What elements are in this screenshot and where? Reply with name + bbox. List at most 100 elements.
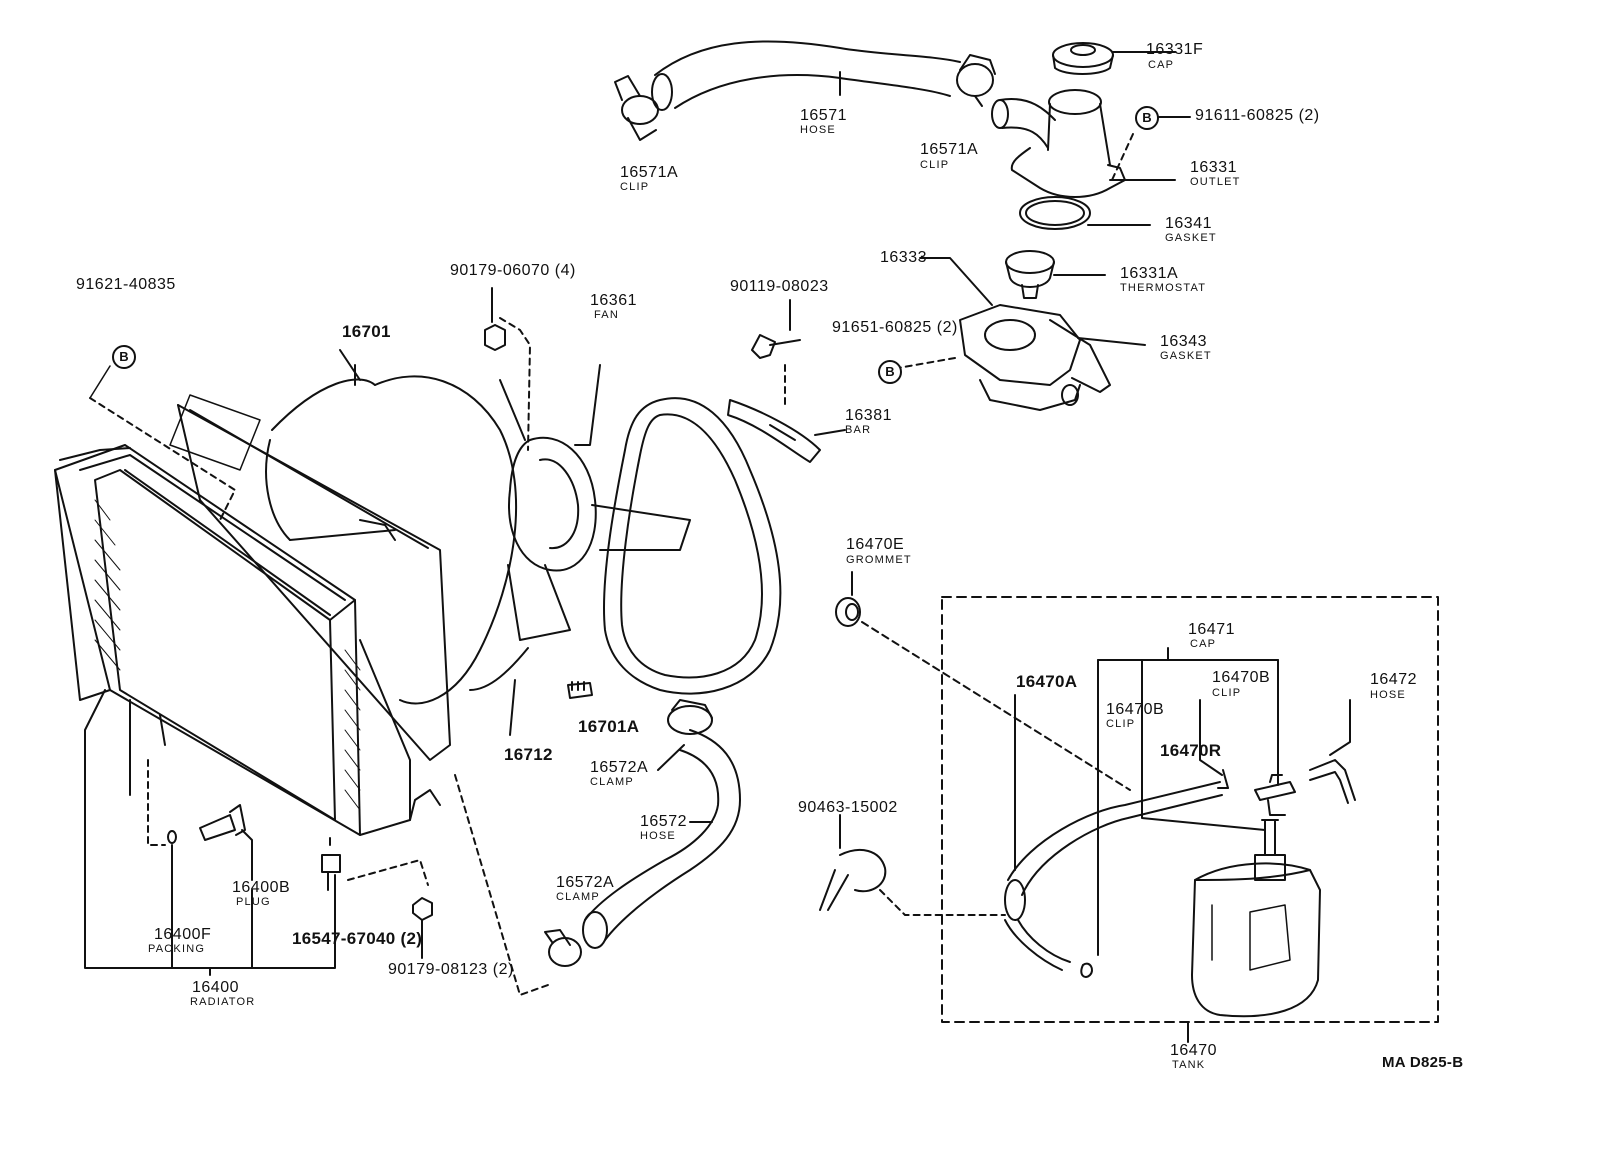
- cap-16471-name: CAP: [1190, 638, 1217, 650]
- clip-16470b-drawing: [1080, 962, 1093, 978]
- outlet-drawing: [991, 89, 1176, 198]
- clip-16701a-number: 16701A: [578, 717, 640, 736]
- plug-16400b-number: 16400B: [232, 879, 291, 896]
- v-belt-drawing: [603, 397, 782, 695]
- drain-cock-drawing: [321, 837, 429, 916]
- circle-b-91611: B: [1135, 106, 1159, 130]
- grommet-drawing: [835, 571, 1131, 791]
- thermostat-drawing: [1005, 250, 1106, 299]
- shroud-16712-number: 16712: [504, 745, 553, 764]
- grommet-16470e-name: GROMMET: [846, 554, 912, 566]
- packing-16400f-name: PACKING: [148, 943, 206, 955]
- outlet-16331-name: OUTLET: [1190, 176, 1241, 188]
- grommet-16470e-number: 16470E: [846, 536, 905, 553]
- fan-shroud-drawing: [177, 349, 518, 761]
- gasket-16341-number: 16341: [1165, 215, 1212, 232]
- nut-90179-06070-number: 90179-06070 (4): [450, 262, 576, 279]
- cap-16331f-number: 16331F: [1146, 41, 1204, 58]
- circle-b-91621: B: [112, 345, 136, 369]
- hose-16571-number: 16571: [800, 107, 847, 124]
- radiator-bracket: [84, 689, 336, 969]
- hose-16470a-number: 16470A: [1016, 672, 1078, 691]
- gasket-16343-name: GASKET: [1160, 350, 1212, 362]
- circle-b-91651: B: [878, 360, 902, 384]
- upper-hose-drawing: [651, 40, 961, 111]
- hose-16572-number: 16572: [640, 813, 687, 830]
- hose-16571-name: HOSE: [800, 124, 836, 136]
- bolt-91611-number: 91611-60825 (2): [1195, 107, 1320, 124]
- clamp-16572a-top-name: CLAMP: [590, 776, 634, 788]
- band-90463-number: 90463-15002: [798, 799, 898, 816]
- hose-16472-number: 16472: [1370, 671, 1417, 688]
- leader-b-left: [89, 397, 236, 521]
- band-drawing: [819, 814, 1006, 916]
- cock-16547-number: 16547-67040 (2): [292, 929, 423, 948]
- tank-hose-drawing: [1004, 769, 1229, 971]
- leader-packing: [147, 759, 166, 846]
- tank-16470-name: TANK: [1172, 1059, 1206, 1071]
- fan-16361-number: 16361: [590, 292, 637, 309]
- radiator-drawing: [54, 394, 441, 836]
- clip-16571a-right-name: CLIP: [920, 159, 950, 171]
- bolt-91621-number: 91621-40835: [76, 276, 176, 293]
- nut-90179-06070-drawing: [484, 287, 506, 351]
- cap-drawing: [1052, 42, 1176, 75]
- clamp-16572a-bottom-name: CLAMP: [556, 891, 600, 903]
- fan-drawing: [469, 364, 691, 691]
- gasket-16341-name: GASKET: [1165, 232, 1217, 244]
- leader-radiator-hose: [454, 774, 549, 996]
- leader-b-left-solid: [89, 365, 111, 399]
- hose-16470r-number: 16470R: [1160, 741, 1222, 760]
- clip-16470b-right-name: CLIP: [1212, 687, 1242, 699]
- gasket-16343-number: 16343: [1160, 333, 1207, 350]
- thermostat-16331a-name: THERMOSTAT: [1120, 282, 1207, 294]
- tank-drawing: [1191, 819, 1321, 1018]
- radiator-16400-number: 16400: [192, 979, 239, 996]
- thermostat-16331a-number: 16331A: [1120, 265, 1179, 282]
- bolt-90119-number: 90119-08023: [730, 278, 829, 295]
- nut-90179-08123-number: 90179-08123 (2): [388, 961, 514, 978]
- tank-kit-box: [941, 596, 1439, 1023]
- shroud-16701-number: 16701: [342, 322, 391, 341]
- hose-16472-name: HOSE: [1370, 689, 1406, 701]
- fan-16361-name: FAN: [594, 309, 619, 321]
- leader-b-top: [1111, 133, 1134, 181]
- hose-16572-name: HOSE: [640, 830, 676, 842]
- leader-nut-fan: [499, 317, 531, 451]
- tank-16470-number: 16470: [1170, 1042, 1217, 1059]
- nut-90179-08123-drawing: [412, 897, 433, 959]
- radiator-16400-name: RADIATOR: [190, 996, 256, 1008]
- lower-hose-drawing: [544, 699, 741, 967]
- packing-drawing: [167, 830, 177, 844]
- shroud-clip-drawing: [567, 681, 593, 699]
- clip-16571a-left-name: CLIP: [620, 181, 650, 193]
- clip-right-drawing: [956, 54, 996, 107]
- gasket-ring-drawing: [1019, 196, 1151, 230]
- clip-16571a-right-number: 16571A: [920, 141, 979, 158]
- outlet-16331-number: 16331: [1190, 159, 1237, 176]
- cap-16471-number: 16471: [1188, 621, 1235, 638]
- leader-16712: [509, 679, 516, 736]
- housing-16333-number: 16333: [880, 249, 927, 266]
- clip-16571a-left-number: 16571A: [620, 164, 679, 181]
- clip-left-drawing: [614, 75, 659, 141]
- plug-drawing: [199, 804, 253, 881]
- clip-16470b-left-number: 16470B: [1106, 701, 1165, 718]
- bar-16381-number: 16381: [845, 407, 892, 424]
- packing-16400f-number: 16400F: [154, 926, 212, 943]
- clamp-16572a-top-number: 16572A: [590, 759, 649, 776]
- figure-code: MA D825-B: [1382, 1054, 1464, 1071]
- cap-16331f-name: CAP: [1148, 59, 1175, 71]
- bar-16381-name: BAR: [845, 424, 872, 436]
- clip-16470b-left-name: CLIP: [1106, 718, 1136, 730]
- plug-16400b-name: PLUG: [236, 896, 271, 908]
- water-inlet-housing-drawing: [897, 257, 1146, 411]
- bolt-bar-drawing: [727, 299, 846, 463]
- bolt-91651-number: 91651-60825 (2): [832, 319, 958, 336]
- clip-16470b-right-number: 16470B: [1212, 669, 1271, 686]
- tank-cap-drawing: [1254, 774, 1296, 816]
- hose-16472-drawing: [1309, 759, 1356, 804]
- clamp-16572a-bottom-number: 16572A: [556, 874, 615, 891]
